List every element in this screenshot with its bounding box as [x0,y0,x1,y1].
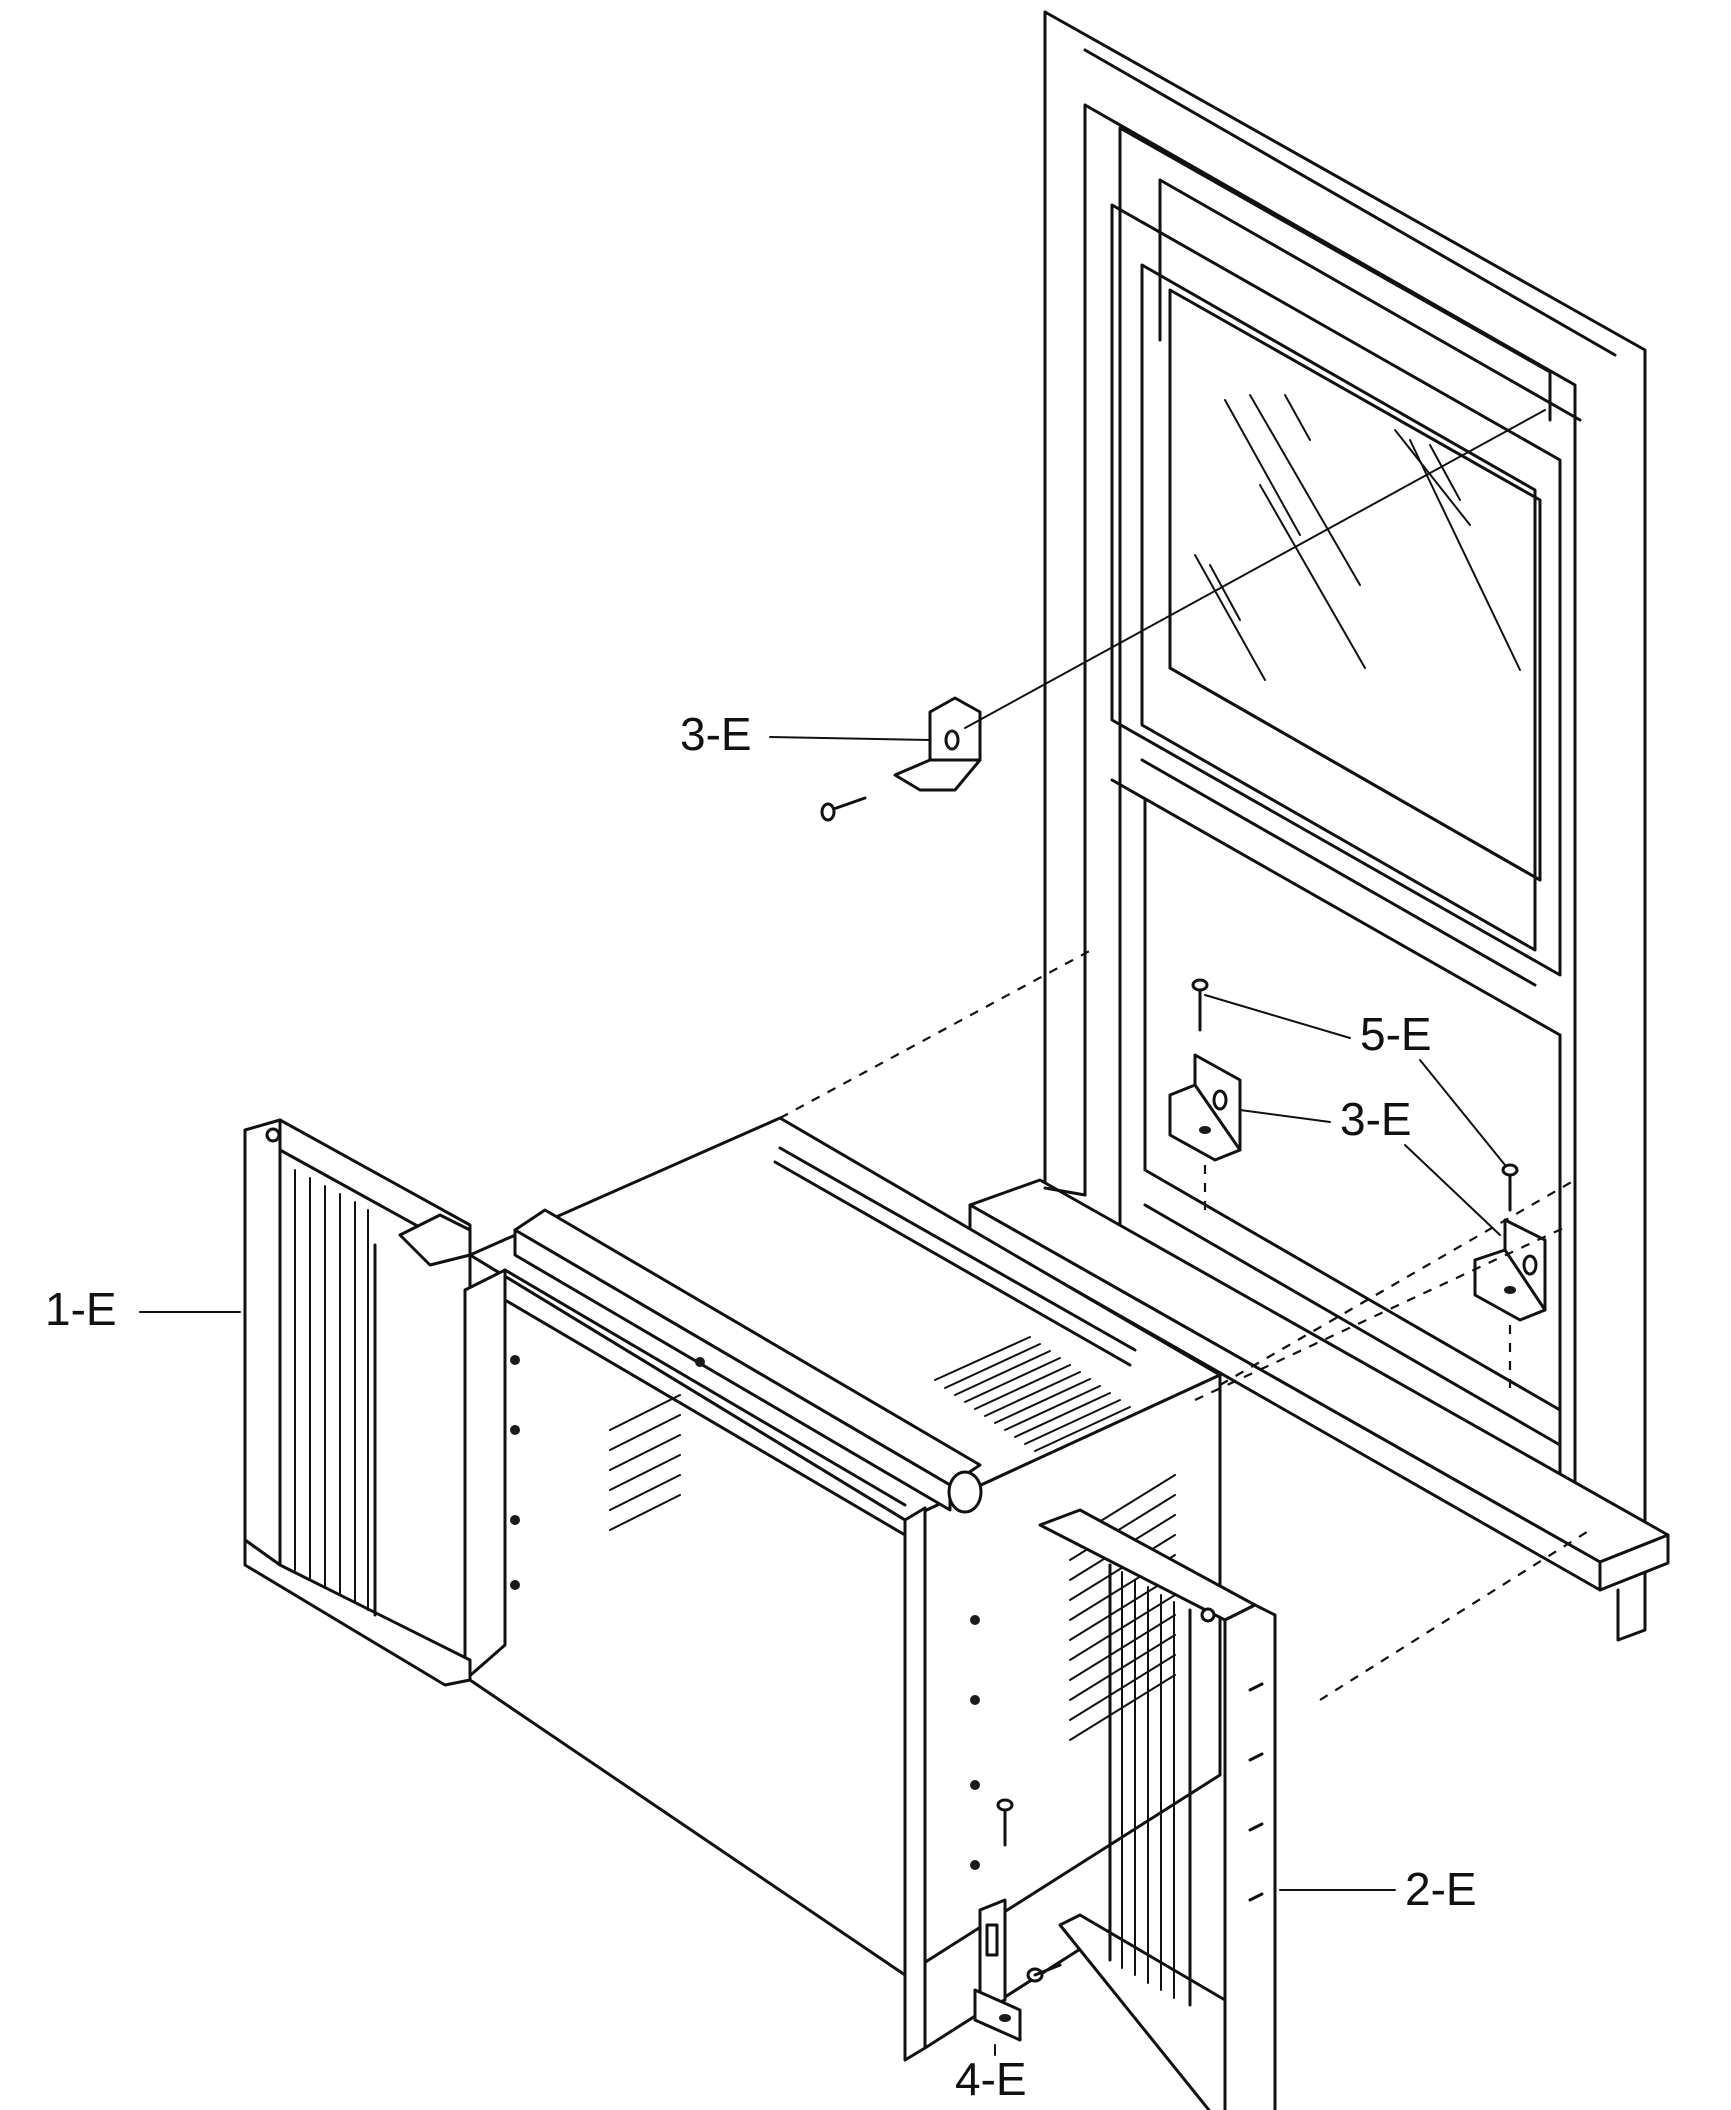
mounting-holes [510,1355,980,1870]
panel-pleats [1121,1571,1175,1999]
left-side-panel [243,1118,472,1687]
lower-screws [996,1798,1062,1983]
callout-1e: 1-E [45,1283,241,1335]
window-sill [968,1178,1670,1642]
sill-bracket-right [1473,1218,1547,1322]
sill-screw-left [1191,978,1209,1032]
upper-bracket [893,696,982,792]
callout-4e: 4-E [955,2044,1027,2105]
alignment-lines [779,409,1591,1701]
upper-screw [820,796,867,822]
svg-text:3-E: 3-E [680,708,752,760]
mounting-rail [513,1208,983,1514]
callout-3e-upper: 3-E [680,708,931,760]
callout-3e-sill: 3-E [1239,1093,1501,1236]
svg-text:5-E: 5-E [1360,1008,1432,1060]
sill-bracket-left [1168,1053,1242,1162]
window-frame [1043,10,1647,1612]
ac-cabinet [463,1116,1222,2062]
svg-text:3-E: 3-E [1340,1093,1412,1145]
sill-screw-right [1501,1163,1519,1212]
svg-text:4-E: 4-E [955,2053,1027,2105]
lower-bracket [973,1898,1022,2042]
top-vent-grille [934,1336,1131,1452]
panel-pleats [294,1169,369,1611]
svg-text:1-E: 1-E [45,1283,117,1335]
svg-text:2-E: 2-E [1405,1863,1477,1915]
right-side-panel [1038,1508,1277,2110]
callout-5e: 5-E [1204,994,1506,1166]
callout-2e: 2-E [1279,1863,1477,1915]
